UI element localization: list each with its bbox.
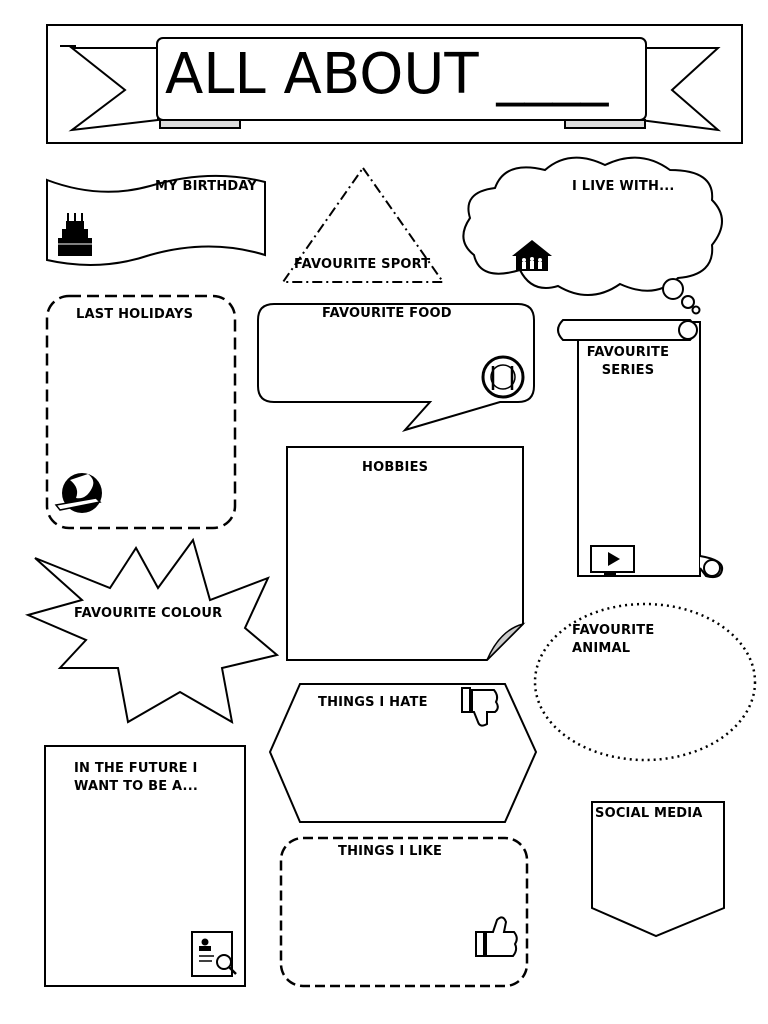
like-box	[279, 836, 529, 988]
label-favourite-animal-2: ANIMAL	[572, 641, 631, 652]
label-favourite-animal-1: FAVOURITE	[572, 623, 655, 638]
food-speech-bubble	[257, 303, 535, 432]
label-last-holidays: LAST HOLIDAYS	[76, 307, 194, 322]
thumbs-down-icon	[461, 687, 499, 727]
label-things-i-hate: THINGS I HATE	[318, 695, 428, 710]
sport-triangle	[281, 166, 445, 283]
label-hobbies: HOBBIES	[362, 460, 429, 475]
hate-hexagon	[268, 683, 538, 823]
birthday-cake-icon	[58, 213, 92, 256]
label-favourite-food: FAVOURITE FOOD	[322, 306, 452, 321]
colour-starburst	[24, 537, 280, 724]
label-favourite-series-2: SERIES	[601, 363, 655, 378]
globe-plane-icon	[54, 473, 102, 513]
animal-ellipse	[533, 602, 757, 762]
hobbies-note	[286, 446, 524, 661]
animal-label-clip: ANIMAL	[572, 640, 692, 652]
social-media-shape	[591, 801, 725, 938]
title-ribbon	[60, 37, 722, 132]
cloud-bubble	[681, 295, 695, 309]
play-video-icon	[590, 545, 635, 576]
label-things-i-like: THINGS I LIKE	[338, 844, 443, 859]
label-my-birthday: MY BIRTHDAY	[155, 179, 258, 194]
label-favourite-colour: FAVOURITE COLOUR	[74, 606, 223, 621]
label-future-2: WANT TO BE A...	[74, 779, 198, 794]
thumbs-up-icon	[475, 916, 518, 957]
label-social-media: SOCIAL MEDIA	[595, 806, 703, 821]
cloud-bubble	[691, 305, 701, 315]
label-favourite-sport: FAVOURITE SPORT	[294, 257, 431, 272]
label-favourite-series-1: FAVOURITE	[586, 345, 670, 360]
series-scroll	[557, 319, 724, 579]
label-i-live-with: I LIVE WITH...	[572, 179, 675, 194]
cloud-bubble	[662, 278, 684, 300]
resume-search-icon	[191, 931, 237, 977]
label-future-1: IN THE FUTURE I	[74, 761, 198, 776]
plate-cutlery-icon	[481, 355, 525, 399]
house-family-icon	[512, 240, 552, 271]
note-fold	[486, 622, 526, 661]
page-title: ALL ABOUT ____	[165, 42, 609, 107]
holidays-box	[45, 294, 237, 530]
birthday-banner	[46, 174, 266, 266]
